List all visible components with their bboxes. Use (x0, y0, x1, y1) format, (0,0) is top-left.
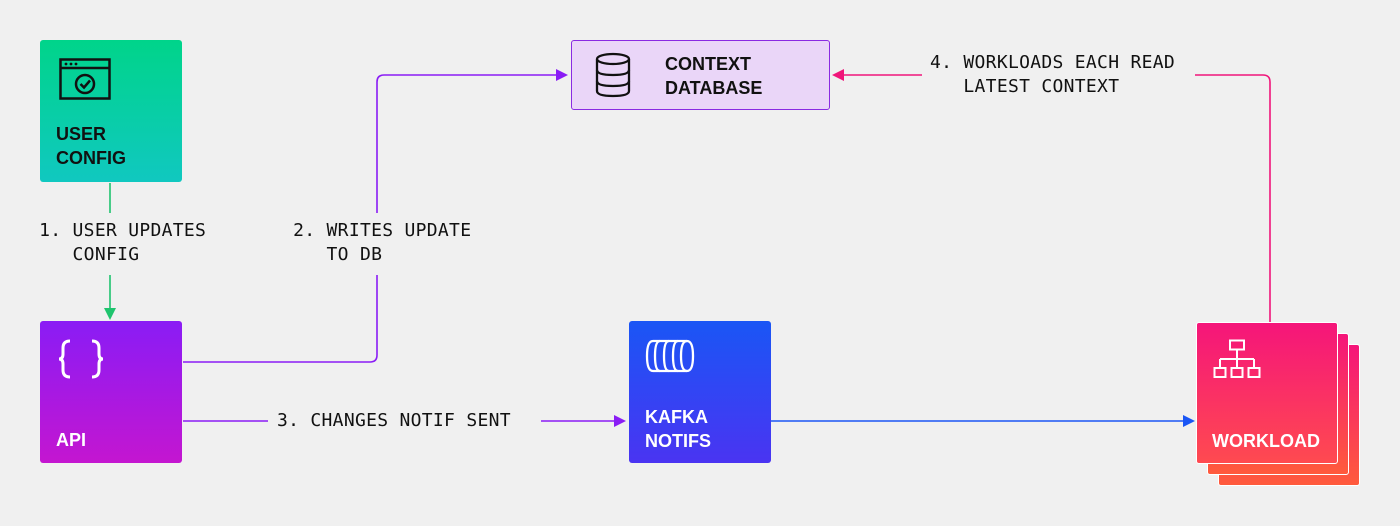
user-config-node[interactable]: USER CONFIG (40, 40, 182, 182)
database-icon (595, 52, 631, 98)
step-4-label: 4. WORKLOADS EACH READ LATEST CONTEXT (930, 52, 1176, 97)
workload-label: WORKLOAD (1212, 431, 1320, 451)
browser-check-icon (59, 58, 111, 100)
workload-node[interactable]: WORKLOAD (1196, 322, 1338, 464)
queue-cylinder-icon (645, 339, 695, 373)
kafka-notifs-label: KAFKA NOTIFS (645, 407, 711, 451)
arrow-api-to-db-lower (183, 275, 378, 363)
curly-braces-icon (58, 339, 104, 379)
hierarchy-icon (1213, 339, 1261, 378)
step-3-label: 3. CHANGES NOTIF SENT (277, 410, 511, 431)
context-database-label: CONTEXT DATABASE (665, 54, 763, 98)
step-2-label: 2. WRITES UPDATE TO DB (293, 220, 472, 265)
api-node[interactable]: API (40, 321, 182, 463)
arrow-api-to-db-upper (376, 69, 568, 213)
api-label: API (56, 430, 87, 450)
step-1-label: 1. USER UPDATES CONFIG (39, 220, 207, 265)
kafka-notifs-node[interactable]: KAFKA NOTIFS (629, 321, 771, 463)
user-config-label: USER CONFIG (56, 124, 126, 168)
context-database-node[interactable]: CONTEXT DATABASE (571, 40, 830, 110)
arrow-workload-to-db-right (1195, 74, 1271, 322)
